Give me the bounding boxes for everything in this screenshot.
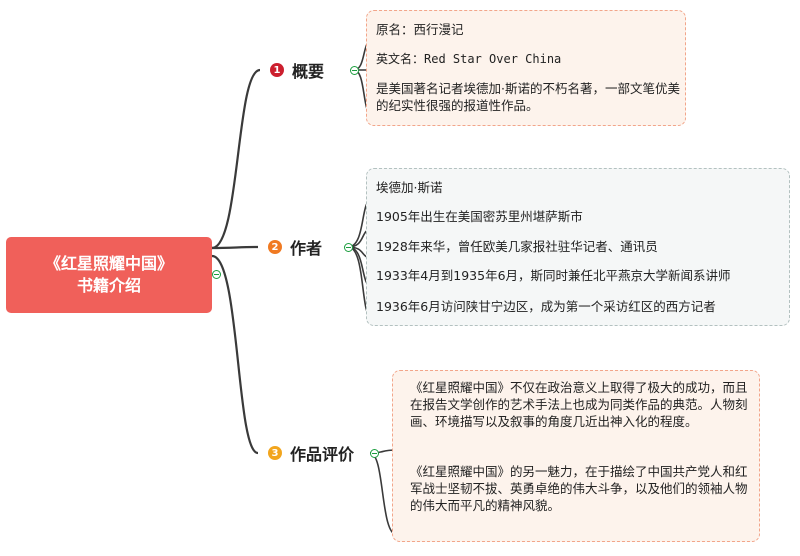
root-subtitle: 书籍介绍 [76, 276, 141, 295]
leaf-author-1936[interactable]: 1936年6月访问陕甘宁边区，成为第一个采访红区的西方记者 [376, 299, 716, 314]
leaf-author-1928[interactable]: 1928年来华，曾任欧美几家报社驻华记者、通讯员 [376, 239, 658, 254]
leaf-summary-description[interactable]: 是美国著名记者埃德加·斯诺的不朽名著，一部文笔优美的纪实性很强的报道性作品。 [376, 81, 680, 113]
root-collapse-icon[interactable] [212, 270, 221, 279]
connector-root-branch3 [211, 254, 259, 455]
leaf-author-1933[interactable]: 1933年4月到1935年6月，斯同时兼任北平燕京大学新闻系讲师 [376, 268, 731, 283]
branch-label: 作品评价 [290, 445, 355, 464]
leaf-review-charm[interactable]: 《红星照耀中国》的另一魅力，在于描绘了中国共产党人和红军战士坚韧不拔、英勇卓绝的… [410, 464, 748, 513]
review-group-box [392, 370, 760, 542]
branch-review-collapse-icon[interactable] [370, 449, 379, 458]
number-1-icon: 1 [270, 63, 284, 77]
branch-review[interactable]: 3 作品评价 [258, 438, 370, 468]
branch-label: 作者 [290, 239, 323, 258]
leaf-original-name[interactable]: 原名：西行漫记 [376, 22, 464, 37]
connector-root-branch1 [211, 68, 261, 250]
root-node[interactable]: 《红星照耀中国》 书籍介绍 [6, 237, 212, 313]
leaf-author-birth[interactable]: 1905年出生在美国密苏里州堪萨斯市 [376, 209, 583, 224]
branch-summary[interactable]: 1 概要 [260, 55, 350, 85]
connector-root-branch2 [211, 245, 259, 250]
leaf-english-name[interactable]: 英文名：Red Star Over China [376, 52, 562, 66]
branch-author-collapse-icon[interactable] [344, 243, 353, 252]
number-2-icon: 2 [268, 240, 282, 254]
branch-summary-collapse-icon[interactable] [350, 66, 359, 75]
author-group-box [366, 168, 790, 326]
leaf-author-name[interactable]: 埃德加·斯诺 [376, 180, 443, 195]
root-title: 《红星照耀中国》 [44, 254, 173, 273]
summary-group-box [366, 10, 686, 126]
leaf-review-political[interactable]: 《红星照耀中国》不仅在政治意义上取得了极大的成功，而且在报告文学创作的艺术手法上… [410, 380, 748, 429]
branch-label: 概要 [292, 62, 325, 81]
number-3-icon: 3 [268, 446, 282, 460]
branch-author[interactable]: 2 作者 [258, 232, 348, 262]
